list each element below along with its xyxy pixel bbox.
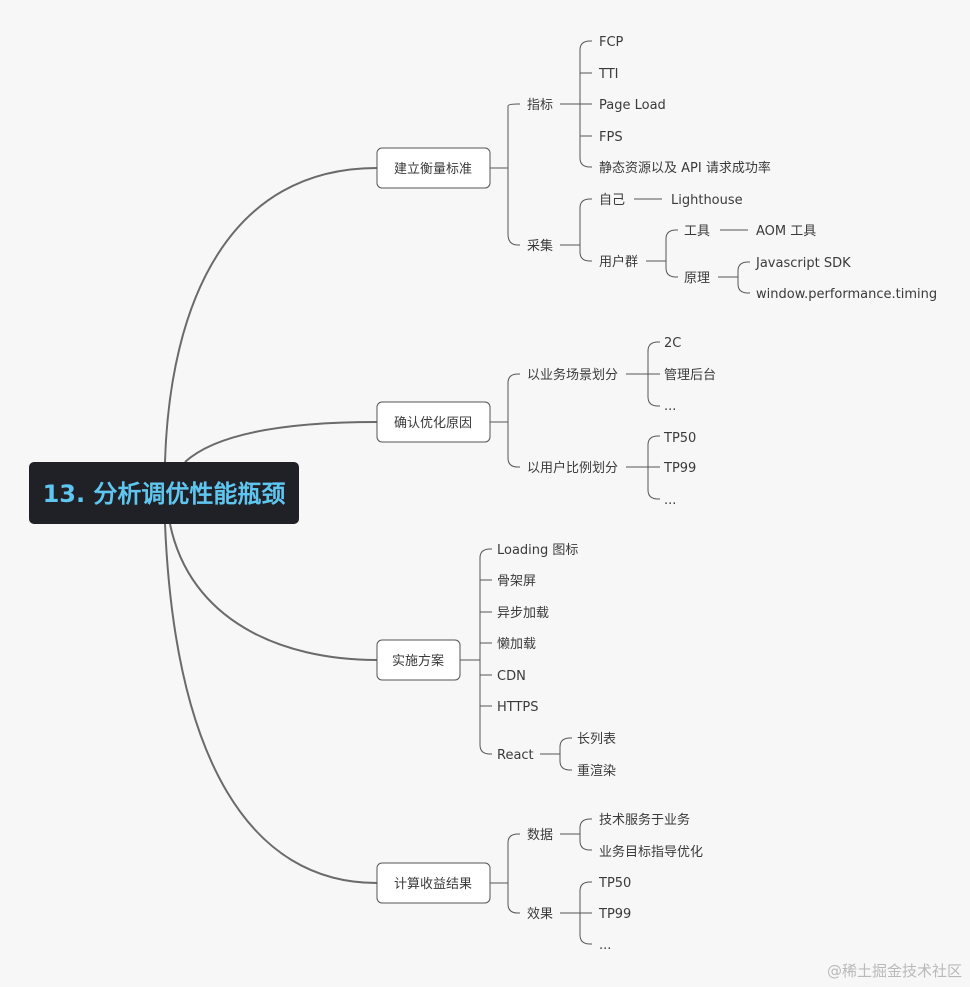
ratio-tp50: TP50 [663, 431, 696, 446]
branch-2-connector [490, 373, 520, 468]
metric-success-rate: 静态资源以及 API 请求成功率 [599, 160, 771, 176]
branch-3: 实施方案 Loading 图标 骨架屏 异步加载 懒加载 CDN HTTPS R… [376, 543, 616, 779]
node-self[interactable]: 自己 [599, 193, 625, 208]
branch-2-label: 确认优化原因 [394, 416, 472, 431]
plan-loading-icon: Loading 图标 [497, 543, 578, 558]
connector-branch-1 [164, 167, 378, 463]
branch-1: 建立衡量标准 指标 采集 FCP TTI Page Load FPS 静态资源以… [376, 35, 937, 302]
node-data[interactable]: 数据 [527, 828, 553, 843]
connector-branch-4 [164, 523, 378, 884]
effect-more: ... [599, 938, 611, 953]
scenario-connector [626, 341, 660, 407]
data-tech-serves-business: 技术服务于业务 [599, 812, 690, 828]
scenario-more: ... [664, 399, 676, 414]
react-rerender: 重渲染 [577, 763, 616, 779]
plan-skeleton: 骨架屏 [497, 574, 536, 589]
root-label: 13. 分析调优性能瓶颈 [43, 480, 286, 508]
metric-fps: FPS [599, 130, 623, 145]
ratio-connector [626, 435, 660, 500]
root-node[interactable]: 13. 分析调优性能瓶颈 [29, 462, 299, 524]
scenario-admin: 管理后台 [664, 368, 716, 383]
plan-cdn: CDN [497, 669, 526, 684]
effect-connector [560, 881, 592, 945]
scenario-2c: 2C [664, 336, 681, 351]
metric-tti: TTI [598, 67, 619, 82]
metric-fcp: FCP [599, 35, 624, 50]
node-performance-timing: window.performance.timing [756, 287, 937, 302]
principle-connector [718, 261, 750, 294]
collect-connector [560, 198, 592, 262]
node-collect[interactable]: 采集 [527, 238, 553, 254]
node-aom-tool: AOM 工具 [756, 224, 816, 239]
plan-react[interactable]: React [497, 748, 534, 763]
react-connector [540, 737, 572, 771]
effect-tp50: TP50 [598, 876, 631, 891]
node-tool[interactable]: 工具 [684, 224, 710, 239]
node-effect[interactable]: 效果 [527, 907, 553, 922]
effect-tp99: TP99 [598, 907, 631, 922]
connector-branch-2 [184, 421, 378, 463]
node-metrics[interactable]: 指标 [527, 98, 553, 113]
branch-1-connector [490, 103, 520, 246]
ratio-more: ... [664, 493, 676, 508]
plan-https: HTTPS [497, 700, 539, 715]
user-group-connector [646, 229, 678, 278]
branch-4-connector [490, 833, 520, 914]
watermark: @稀土掘金技术社区 [827, 962, 962, 980]
node-js-sdk: Javascript SDK [755, 256, 851, 271]
data-business-goals: 业务目标指导优化 [599, 844, 703, 860]
react-long-list: 长列表 [577, 732, 616, 747]
plan-lazy-load: 懒加载 [497, 637, 536, 652]
node-by-user-ratio[interactable]: 以用户比例划分 [527, 460, 618, 476]
branch-4: 计算收益结果 数据 效果 技术服务于业务 业务目标指导优化 TP50 TP99 … [376, 812, 703, 953]
branch-4-label: 计算收益结果 [394, 877, 472, 892]
branch-2: 确认优化原因 以业务场景划分 以用户比例划分 2C 管理后台 ... TP50 … [376, 336, 716, 508]
metrics-connector [560, 40, 592, 168]
root-box [29, 462, 299, 524]
connector-branch-3 [169, 523, 378, 661]
branch-3-label: 实施方案 [392, 653, 444, 669]
data-connector [560, 818, 592, 851]
branch-3-connector [460, 548, 492, 755]
metric-page-load: Page Load [599, 98, 666, 113]
node-lighthouse: Lighthouse [671, 193, 743, 208]
root-connectors [164, 167, 378, 884]
node-by-scenario[interactable]: 以业务场景划分 [527, 367, 618, 383]
ratio-tp99: TP99 [663, 461, 696, 476]
node-user-group[interactable]: 用户群 [599, 254, 638, 270]
branch-1-label: 建立衡量标准 [394, 162, 472, 177]
plan-async-load: 异步加载 [497, 606, 549, 621]
node-principle[interactable]: 原理 [684, 271, 710, 286]
